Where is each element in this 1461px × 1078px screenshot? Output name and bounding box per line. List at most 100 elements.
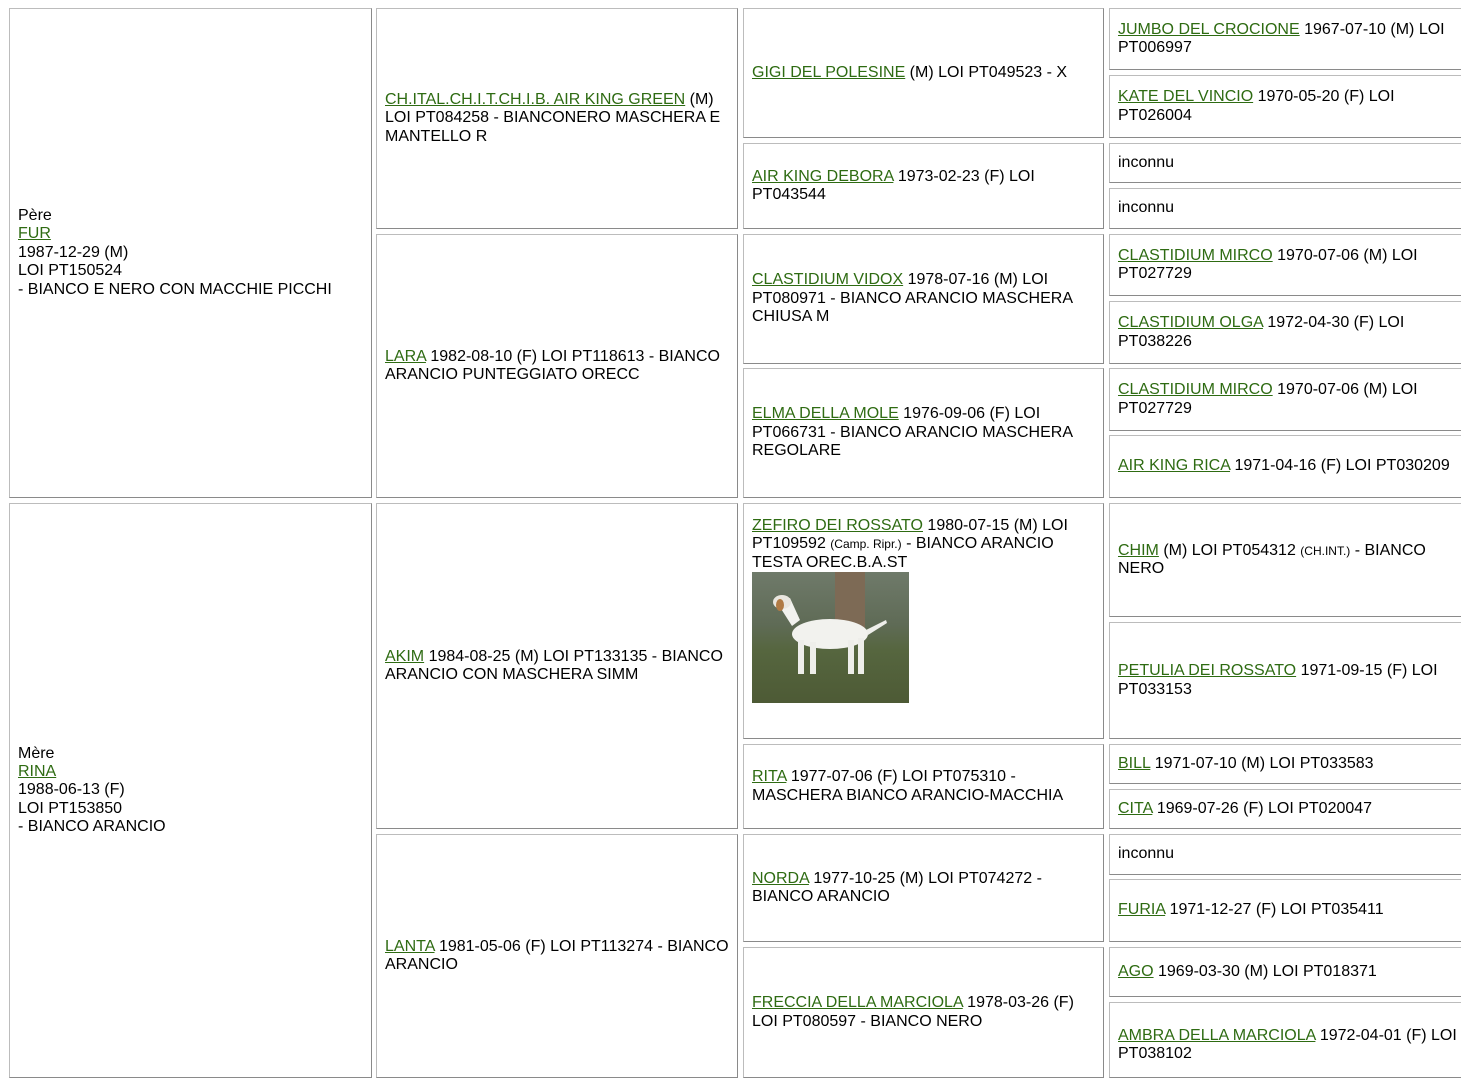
ancestor-info-color: - BIANCO NERO [1118,541,1426,577]
ancestor-link[interactable]: RITA [752,768,787,786]
ancestor-link[interactable]: KATE DEL VINCIO [1118,88,1254,106]
g4-cell: AGO 1969-03-30 (M) LOI PT018371 [1109,947,1461,997]
grandparent-cell: LANTA 1981-05-06 (F) LOI PT113274 - BIAN… [376,834,738,1078]
ancestor-entry: FRECCIA DELLA MARCIOLA 1978-03-26 (F) LO… [752,994,1095,1031]
great-grandparent-cell: ELMA DELLA MOLE 1976-09-06 (F) LOI PT066… [743,368,1104,498]
ancestor-info: (M) LOI PT049523 - X [905,63,1068,81]
ancestor-info: 1971-07-10 (M) LOI PT033583 [1150,754,1374,772]
ancestor-info: 1978-07-16 (M) LOI PT080971 - BIANCO ARA… [752,271,1073,326]
g4-cell: JUMBO DEL CROCIONE 1967-07-10 (M) LOI PT… [1109,8,1461,70]
dam-role-label: Mère [18,744,55,762]
ancestor-link[interactable]: AMBRA DELLA MARCIOLA [1118,1027,1316,1044]
ancestor-entry: CLASTIDIUM MIRCO 1970-07-06 (M) LOI PT02… [1118,381,1460,418]
great-grandparent-cell: AIR KING DEBORA 1973-02-23 (F) LOI PT043… [743,143,1104,229]
ancestor-link[interactable]: ZEFIRO DEI ROSSATO [752,517,923,534]
ancestor-link[interactable]: CHIM [1118,541,1159,559]
ancestor-info: 1980-07-15 (M) LOI PT109592 [752,517,1068,553]
ancestor-info: 1972-04-01 (F) LOI PT038102 [1118,1027,1457,1063]
ancestor-link[interactable]: CLASTIDIUM MIRCO [1118,246,1273,264]
ancestor-link[interactable]: FURIA [1118,901,1166,919]
ancestor-entry: JUMBO DEL CROCIONE 1967-07-10 (M) LOI PT… [1118,21,1460,58]
ancestor-link[interactable]: CLASTIDIUM VIDOX [752,271,904,289]
ancestor-entry: ZEFIRO DEI ROSSATO 1980-07-15 (M) LOI PT… [752,517,1095,572]
g4-cell: CLASTIDIUM OLGA 1972-04-30 (F) LOI PT038… [1109,301,1461,364]
ancestor-entry: CHIM (M) LOI PT054312 (CH.INT.) - BIANCO… [1118,542,1460,579]
ancestor-link[interactable]: GIGI DEL POLESINE [752,63,906,81]
great-grandparent-cell: GIGI DEL POLESINE (M) LOI PT049523 - X [743,8,1104,138]
ancestor-link[interactable]: CLASTIDIUM OLGA [1118,314,1263,332]
unknown-ancestor: inconnu [1118,845,1175,863]
ancestor-info: 1971-09-15 (F) LOI PT033153 [1118,662,1438,698]
ancestor-info: 1971-04-16 (F) LOI PT030209 [1230,457,1450,475]
g4-cell: CLASTIDIUM MIRCO 1970-07-06 (M) LOI PT02… [1109,368,1461,431]
ancestor-info: 1973-02-23 (F) LOI PT043544 [752,167,1035,203]
great-grandparent-cell: RITA 1977-07-06 (F) LOI PT075310 - MASCH… [743,744,1104,829]
ancestor-link[interactable]: AIR KING RICA [1118,457,1231,475]
ancestor-entry: ELMA DELLA MOLE 1976-09-06 (F) LOI PT066… [752,405,1095,460]
g4-cell: KATE DEL VINCIO 1970-05-20 (F) LOI PT026… [1109,75,1461,138]
ancestor-info: 1970-07-06 (M) LOI PT027729 [1118,381,1418,417]
sire-cell: Père FUR 1987-12-29 (M) LOI PT150524 - B… [9,8,372,498]
ancestor-info: 1972-04-30 (F) LOI PT038226 [1118,314,1405,350]
ancestor-info: 1970-07-06 (M) LOI PT027729 [1118,246,1418,282]
ancestor-entry: KATE DEL VINCIO 1970-05-20 (F) LOI PT026… [1118,88,1460,125]
ancestor-entry: CH.ITAL.CH.I.T.CH.I.B. AIR KING GREEN (M… [385,91,729,146]
ancestor-entry: AGO 1969-03-30 (M) LOI PT018371 [1118,963,1460,981]
dog-photo[interactable] [752,572,909,704]
unknown-ancestor: inconnu [1118,153,1175,171]
ancestor-entry: AIR KING DEBORA 1973-02-23 (F) LOI PT043… [752,168,1095,205]
ancestor-entry: FURIA 1971-12-27 (F) LOI PT035411 [1118,901,1460,919]
ancestor-link[interactable]: LANTA [385,937,435,955]
ancestor-entry: AMBRA DELLA MARCIOLA 1972-04-01 (F) LOI … [1118,1027,1460,1064]
g4-cell: CHIM (M) LOI PT054312 (CH.INT.) - BIANCO… [1109,503,1461,617]
ancestor-link[interactable]: BILL [1118,754,1151,772]
title-badge: (CH.INT.) [1300,543,1351,558]
ancestor-info: 1978-03-26 (F) LOI PT080597 - BIANCO NER… [752,994,1074,1030]
ancestor-entry: LANTA 1981-05-06 (F) LOI PT113274 - BIAN… [385,938,729,975]
ancestor-link[interactable]: CH.ITAL.CH.I.T.CH.I.B. AIR KING GREEN [385,90,686,108]
ancestor-link[interactable]: LARA [385,347,426,365]
ancestor-info: 1971-12-27 (F) LOI PT035411 [1165,901,1384,919]
ancestor-entry: AKIM 1984-08-25 (M) LOI PT133135 - BIANC… [385,648,729,685]
dam-name-link[interactable]: RINA [18,762,57,780]
ancestor-link[interactable]: CITA [1118,799,1153,817]
ancestor-entry: CLASTIDIUM OLGA 1972-04-30 (F) LOI PT038… [1118,314,1460,351]
ancestor-link[interactable]: FRECCIA DELLA MARCIOLA [752,994,963,1012]
title-badge: (Camp. Ripr.) [830,537,902,552]
ancestor-info: 1984-08-25 (M) LOI PT133135 - BIANCO ARA… [385,647,723,683]
ancestor-link[interactable]: NORDA [752,869,809,887]
ancestor-info: 1970-05-20 (F) LOI PT026004 [1118,88,1395,124]
ancestor-link[interactable]: AGO [1118,962,1154,980]
grandparent-cell: CH.ITAL.CH.I.T.CH.I.B. AIR KING GREEN (M… [376,8,738,229]
ancestor-info: 1977-07-06 (F) LOI PT075310 - MASCHERA B… [752,768,1064,804]
ancestor-info: (M) LOI PT054312 [1158,541,1301,559]
ancestor-link[interactable]: AKIM [385,647,425,665]
g4-cell: inconnu [1109,188,1461,229]
ancestor-entry: NORDA 1977-10-25 (M) LOI PT074272 - BIAN… [752,870,1095,907]
ancestor-link[interactable]: JUMBO DEL CROCIONE [1118,20,1300,38]
great-grandparent-cell: ZEFIRO DEI ROSSATO 1980-07-15 (M) LOI PT… [743,503,1104,739]
ancestor-entry: CLASTIDIUM MIRCO 1970-07-06 (M) LOI PT02… [1118,247,1460,284]
g4-cell: BILL 1971-07-10 (M) LOI PT033583 [1109,744,1461,784]
dam-registry: LOI PT153850 [18,799,123,817]
g4-cell: FURIA 1971-12-27 (F) LOI PT035411 [1109,879,1461,942]
ancestor-info: 1976-09-06 (F) LOI PT066731 - BIANCO ARA… [752,405,1073,460]
ancestor-link[interactable]: ELMA DELLA MOLE [752,405,899,423]
ancestor-link[interactable]: AIR KING DEBORA [752,167,894,185]
dog-figure [773,595,887,675]
ancestor-info-color: - BIANCO ARANCIO TESTA OREC.B.A.ST [752,535,1054,571]
ancestor-link[interactable]: PETULIA DEI ROSSATO [1118,662,1297,680]
sire-name-link[interactable]: FUR [18,225,51,243]
ancestor-info: 1967-07-10 (M) LOI PT006997 [1118,20,1445,56]
grandparent-cell: LARA 1982-08-10 (F) LOI PT118613 - BIANC… [376,234,738,498]
great-grandparent-cell: FRECCIA DELLA MARCIOLA 1978-03-26 (F) LO… [743,947,1104,1078]
ancestor-link[interactable]: CLASTIDIUM MIRCO [1118,381,1273,399]
dam-birth: 1988-06-13 (F) [18,781,125,799]
ancestor-entry: AIR KING RICA 1971-04-16 (F) LOI PT03020… [1118,457,1460,475]
grandparent-cell: AKIM 1984-08-25 (M) LOI PT133135 - BIANC… [376,503,738,829]
sire-birth: 1987-12-29 (M) [18,243,129,261]
g4-cell: CITA 1969-07-26 (F) LOI PT020047 [1109,789,1461,829]
ancestor-info: 1982-08-10 (F) LOI PT118613 - BIANCO ARA… [385,347,720,383]
ancestor-info: 1981-05-06 (F) LOI PT113274 - BIANCO ARA… [385,937,729,973]
dam-cell: Mère RINA 1988-06-13 (F) LOI PT153850 - … [9,503,372,1078]
